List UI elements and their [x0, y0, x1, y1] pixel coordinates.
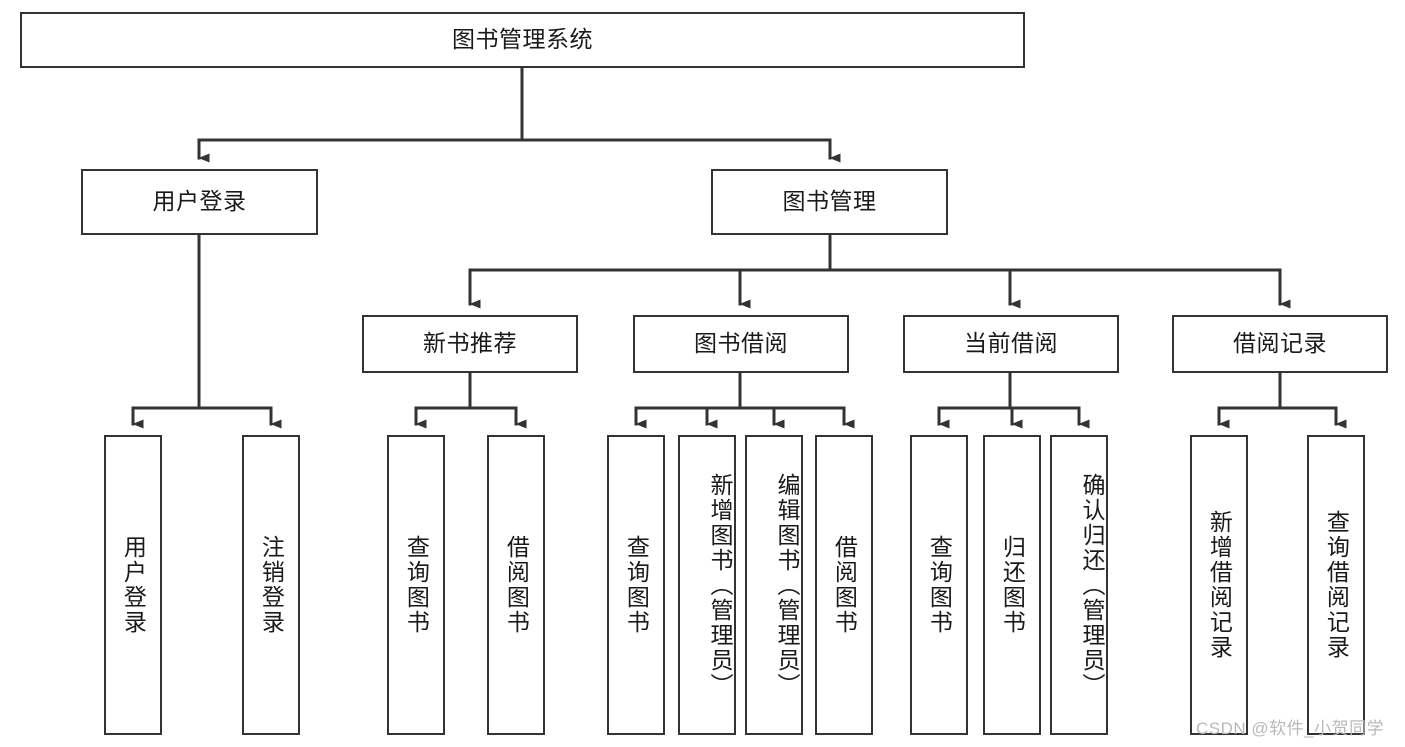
leaf-logout-login[interactable]: 注销登录	[242, 435, 300, 735]
node-book-borrow[interactable]: 图书借阅	[633, 315, 849, 373]
node-borrow-record[interactable]: 借阅记录	[1172, 315, 1388, 373]
leaf-query-book-current[interactable]: 查询图书	[910, 435, 968, 735]
node-new-book-recommend[interactable]: 新书推荐	[362, 315, 578, 373]
leaf-query-book-recommend[interactable]: 查询图书	[387, 435, 445, 735]
leaf-edit-book-admin[interactable]: 编辑图书（管理员）	[745, 435, 803, 735]
leaf-add-book-admin[interactable]: 新增图书（管理员）	[678, 435, 736, 735]
leaf-borrow-book[interactable]: 借阅图书	[815, 435, 873, 735]
node-book-management[interactable]: 图书管理	[711, 169, 948, 235]
leaf-return-book[interactable]: 归还图书	[983, 435, 1041, 735]
node-root[interactable]: 图书管理系统	[20, 12, 1025, 68]
leaf-query-borrow-record[interactable]: 查询借阅记录	[1307, 435, 1365, 735]
leaf-add-borrow-record[interactable]: 新增借阅记录	[1190, 435, 1248, 735]
leaf-user-login[interactable]: 用户登录	[104, 435, 162, 735]
node-current-borrow[interactable]: 当前借阅	[903, 315, 1119, 373]
leaf-query-book-borrow[interactable]: 查询图书	[607, 435, 665, 735]
leaf-confirm-return-admin[interactable]: 确认归还（管理员）	[1050, 435, 1108, 735]
leaf-borrow-book-recommend[interactable]: 借阅图书	[487, 435, 545, 735]
csdn-watermark: CSDN @软件_小贺同学	[1196, 719, 1385, 738]
node-user-login[interactable]: 用户登录	[81, 169, 318, 235]
